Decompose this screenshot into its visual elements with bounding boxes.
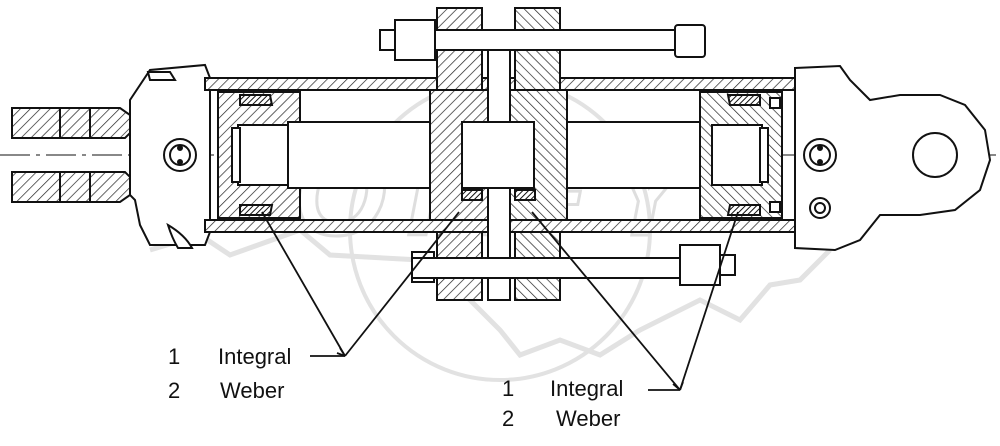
end-cap-left [129,63,211,249]
end-cap-right [794,64,992,252]
center-flange [429,7,568,301]
legend-left-name-2: Weber [220,378,285,403]
legend-right-num-1: 1 [502,376,515,401]
legend-right-name-2: Weber [556,406,621,431]
tie-bolt-bottom [411,244,736,286]
leader-lines [261,211,739,391]
legend-left-num-2: 2 [168,378,181,403]
legend-left-name-1: Integral [218,344,292,369]
legend-right-name-1: Integral [550,376,624,401]
piston-right [699,91,783,219]
legend-right-num-2: 2 [502,406,515,431]
tie-bolt-top [379,19,706,61]
piston-left [217,91,301,219]
legend-left-num-1: 1 [168,344,181,369]
